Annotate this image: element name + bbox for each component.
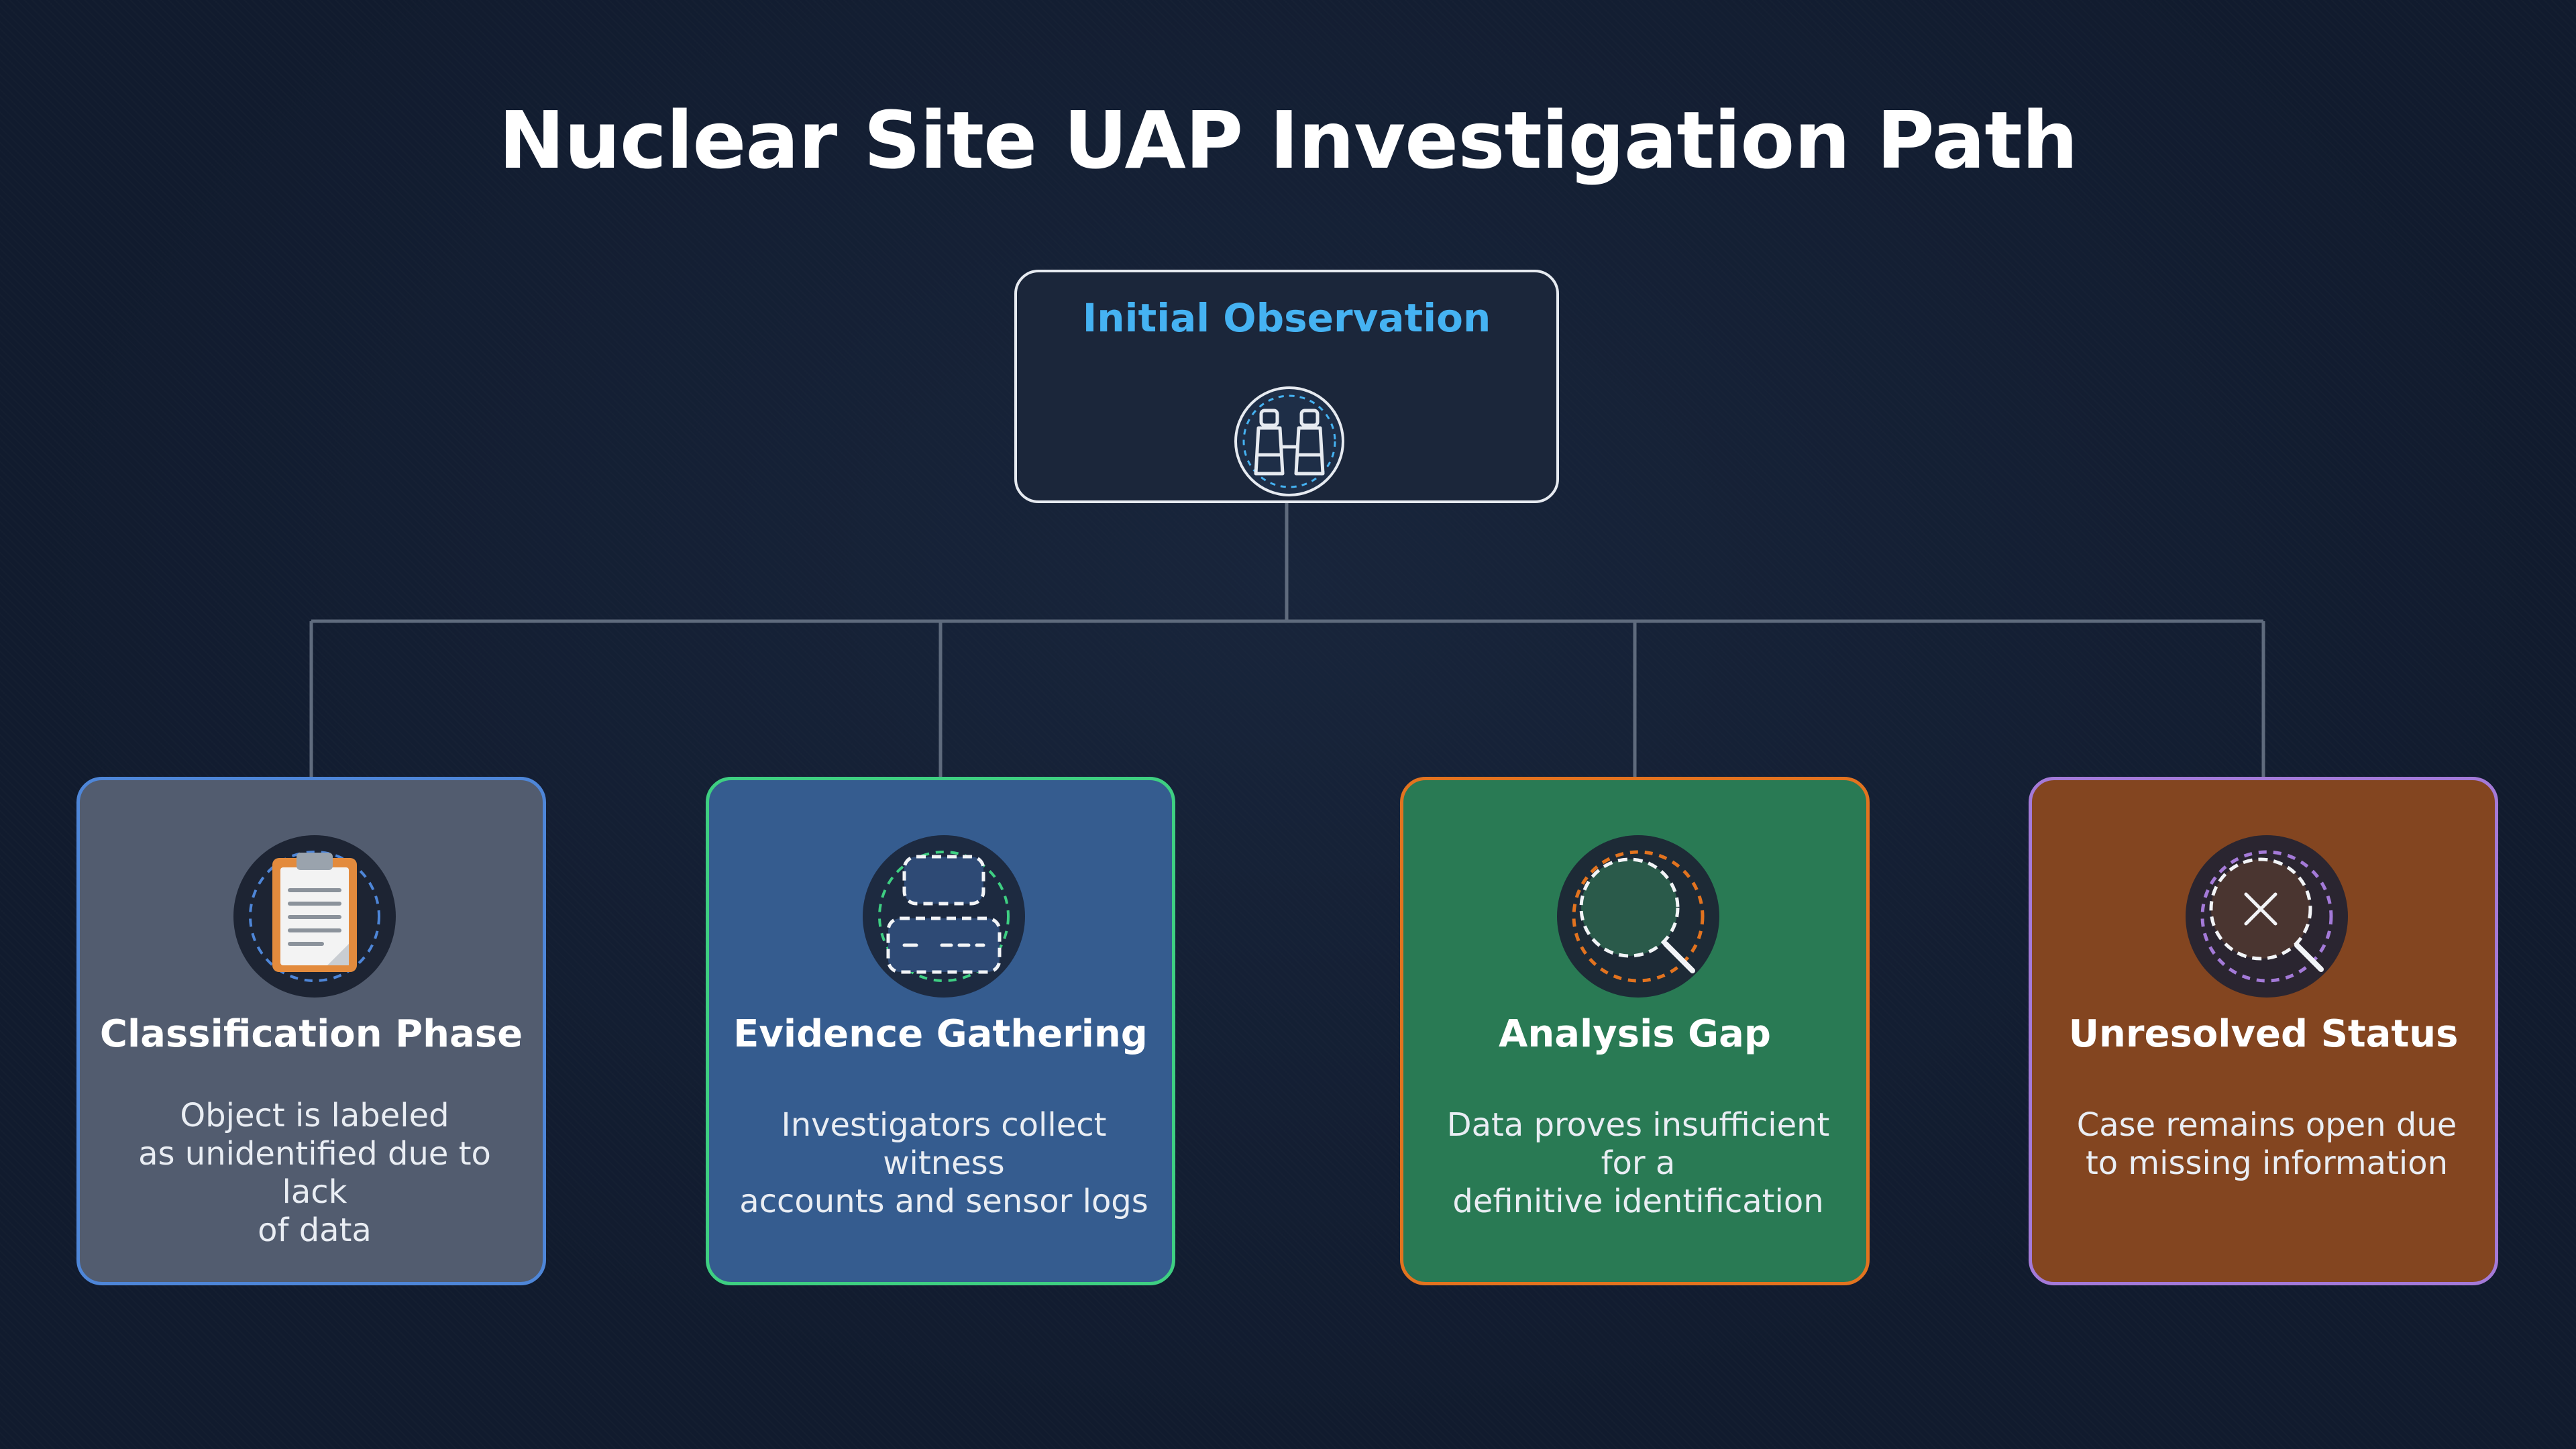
step-card-analysis-gap: Analysis Gap Data proves insufficient fo… — [1400, 777, 1870, 1285]
step-card-classification: Classification Phase Object is labeled a… — [76, 777, 546, 1285]
page-title: Nuclear Site UAP Investigation Path — [498, 94, 2078, 186]
step-title: Unresolved Status — [2068, 1012, 2459, 1056]
root-node-label: Initial Observation — [1082, 295, 1491, 341]
binoculars-icon — [1234, 386, 1344, 496]
step-description-line: definitive identification — [1452, 1183, 1824, 1220]
clipboard-icon — [233, 835, 396, 998]
step-card-unresolved: Unresolved Status Case remains open due … — [2029, 777, 2498, 1285]
step-description-line: Investigators collect witness — [781, 1106, 1107, 1182]
step-description: Case remains open due to missing informa… — [2059, 1106, 2475, 1183]
step-description-line: to missing information — [2085, 1144, 2449, 1182]
magnifier-icon — [1557, 835, 1719, 998]
step-title: Analysis Gap — [1499, 1012, 1771, 1056]
step-title: Evidence Gathering — [733, 1012, 1148, 1056]
magnifier-x-icon — [2186, 835, 2348, 998]
step-description-line: accounts and sensor logs — [739, 1183, 1148, 1220]
step-description-line: Data proves insufficient for a — [1446, 1106, 1830, 1182]
step-description-line: Object is labeled — [180, 1097, 449, 1134]
step-title: Classification Phase — [99, 1012, 523, 1056]
step-description-line: of data — [258, 1212, 372, 1249]
step-description: Data proves insufficient for a definitiv… — [1430, 1106, 1846, 1221]
step-description-line: as unidentified due to lack — [138, 1135, 491, 1211]
step-card-evidence: Evidence Gathering Investigators collect… — [706, 777, 1175, 1285]
records-icon — [863, 835, 1025, 998]
step-description: Investigators collect witness accounts a… — [736, 1106, 1152, 1221]
root-node-initial-observation: Initial Observation — [1014, 270, 1559, 503]
step-description: Object is labeled as unidentified due to… — [107, 1097, 523, 1250]
step-description-line: Case remains open due — [2076, 1106, 2457, 1144]
